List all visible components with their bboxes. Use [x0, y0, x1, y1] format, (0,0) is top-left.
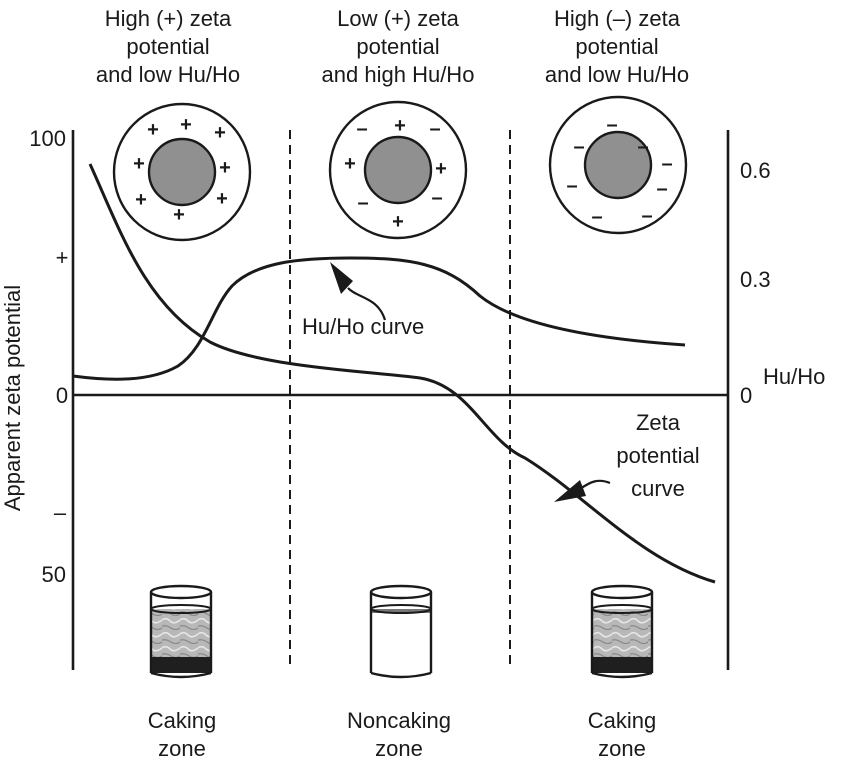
beaker-base [591, 671, 653, 679]
beaker-rim [149, 584, 213, 600]
charge-sign: – [591, 206, 602, 228]
particle-low-positive: –+–++––+ [328, 100, 468, 240]
zone-header-2-line1: Low (+) zeta [337, 6, 459, 31]
charge-sign: + [216, 188, 228, 210]
beakers [149, 584, 654, 679]
hu-ho-pointer [347, 287, 387, 321]
zone-header-3: High (–) zeta potential and low Hu/Ho [545, 6, 689, 87]
beaker-liquid-surface [591, 604, 653, 614]
charge-sign: + [344, 153, 356, 175]
charge-sign: + [392, 211, 404, 233]
zeta-label-line2: potential [616, 443, 699, 468]
charge-sign: – [431, 187, 442, 209]
zone-footer-3: Caking zone [588, 708, 656, 761]
charge-sign: + [180, 114, 192, 136]
hu-ho-curve-label: Hu/Ho curve [302, 314, 424, 339]
zone-footer-1-line2: zone [158, 736, 206, 761]
beaker-3 [590, 584, 654, 679]
beaker-meniscus [371, 609, 431, 613]
beaker-liquid-surface [150, 604, 212, 614]
zone-header-3-line2: potential [575, 34, 658, 59]
zone-header-2-line2: potential [356, 34, 439, 59]
charge-sign: + [173, 204, 185, 226]
particle-3-core [583, 130, 653, 200]
zone-footer-2-line1: Noncaking [347, 708, 451, 733]
zone-header-1: High (+) zeta potential and low Hu/Ho [96, 6, 240, 87]
charge-sign: – [566, 175, 577, 197]
right-tick-0.3: 0.3 [740, 267, 771, 292]
particle-1-core [147, 137, 217, 207]
beaker-rim [590, 584, 654, 600]
right-axis-title: Hu/Ho [763, 364, 825, 389]
hu-ho-annotation: Hu/Ho curve [302, 262, 424, 339]
zone-footer-3-line2: zone [598, 736, 646, 761]
charge-sign: – [429, 118, 440, 140]
zone-header-2-line3: and high Hu/Ho [322, 62, 475, 87]
beaker-liquid-surface [370, 604, 432, 614]
zone-header-1-line1: High (+) zeta [105, 6, 232, 31]
zone-header-3-line1: High (–) zeta [554, 6, 681, 31]
hu-ho-curve [72, 256, 686, 381]
zone-footer-3-line1: Caking [588, 708, 656, 733]
left-tick-minus: – [54, 500, 67, 525]
zeta-potential-curve [88, 163, 716, 584]
beaker-1 [149, 584, 213, 679]
zone-footer-1-line1: Caking [148, 708, 216, 733]
zeta-label-line3: curve [631, 476, 685, 501]
zone-header-1-line2: potential [126, 34, 209, 59]
beaker-rim [369, 584, 433, 600]
charge-sign: + [214, 122, 226, 144]
zeta-arrowhead-icon [554, 480, 586, 502]
zeta-annotation: Zeta potential curve [554, 410, 700, 502]
left-tick-50: 50 [42, 562, 66, 587]
beaker-cake-layer [151, 657, 211, 673]
particle-2-core [363, 135, 433, 205]
charge-sign: + [133, 153, 145, 175]
beaker-suspension [151, 609, 211, 657]
charge-sign: + [435, 158, 447, 180]
charge-sign: – [661, 153, 672, 175]
charge-sign: + [147, 119, 159, 141]
left-tick-zero: 0 [56, 383, 68, 408]
beaker-cake-layer [592, 657, 652, 673]
zone-header-1-line3: and low Hu/Ho [96, 62, 240, 87]
left-tick-100: 100 [29, 126, 66, 151]
beaker-2 [369, 584, 433, 679]
zone-footer-1: Caking zone [148, 708, 216, 761]
charge-sign: + [394, 115, 406, 137]
charge-sign: – [606, 114, 617, 136]
beaker-suspension [592, 609, 652, 657]
particle-high-negative: –––––––– [548, 95, 688, 235]
right-tick-0.6: 0.6 [740, 158, 771, 183]
particle-high-positive: ++++++++ [112, 102, 252, 242]
charge-sign: – [637, 136, 648, 158]
zeta-pointer [579, 479, 611, 490]
charge-sign: + [135, 189, 147, 211]
zeta-label-line1: Zeta [636, 410, 681, 435]
zone-header-3-line3: and low Hu/Ho [545, 62, 689, 87]
left-tick-plus: + [56, 245, 69, 270]
beaker-base [370, 671, 432, 679]
charge-sign: + [219, 157, 231, 179]
charge-sign: – [656, 178, 667, 200]
hu-ho-arrowhead-icon [330, 262, 353, 294]
zone-header-2: Low (+) zeta potential and high Hu/Ho [322, 6, 475, 87]
right-tick-0: 0 [740, 383, 752, 408]
charge-sign: – [356, 118, 367, 140]
charge-sign: – [641, 205, 652, 227]
charge-sign: – [357, 192, 368, 214]
zone-footer-2-line2: zone [375, 736, 423, 761]
left-axis-title: Apparent zeta potential [0, 285, 25, 511]
charge-sign: – [573, 136, 584, 158]
beaker-base [150, 671, 212, 679]
zone-footer-2: Noncaking zone [347, 708, 451, 761]
